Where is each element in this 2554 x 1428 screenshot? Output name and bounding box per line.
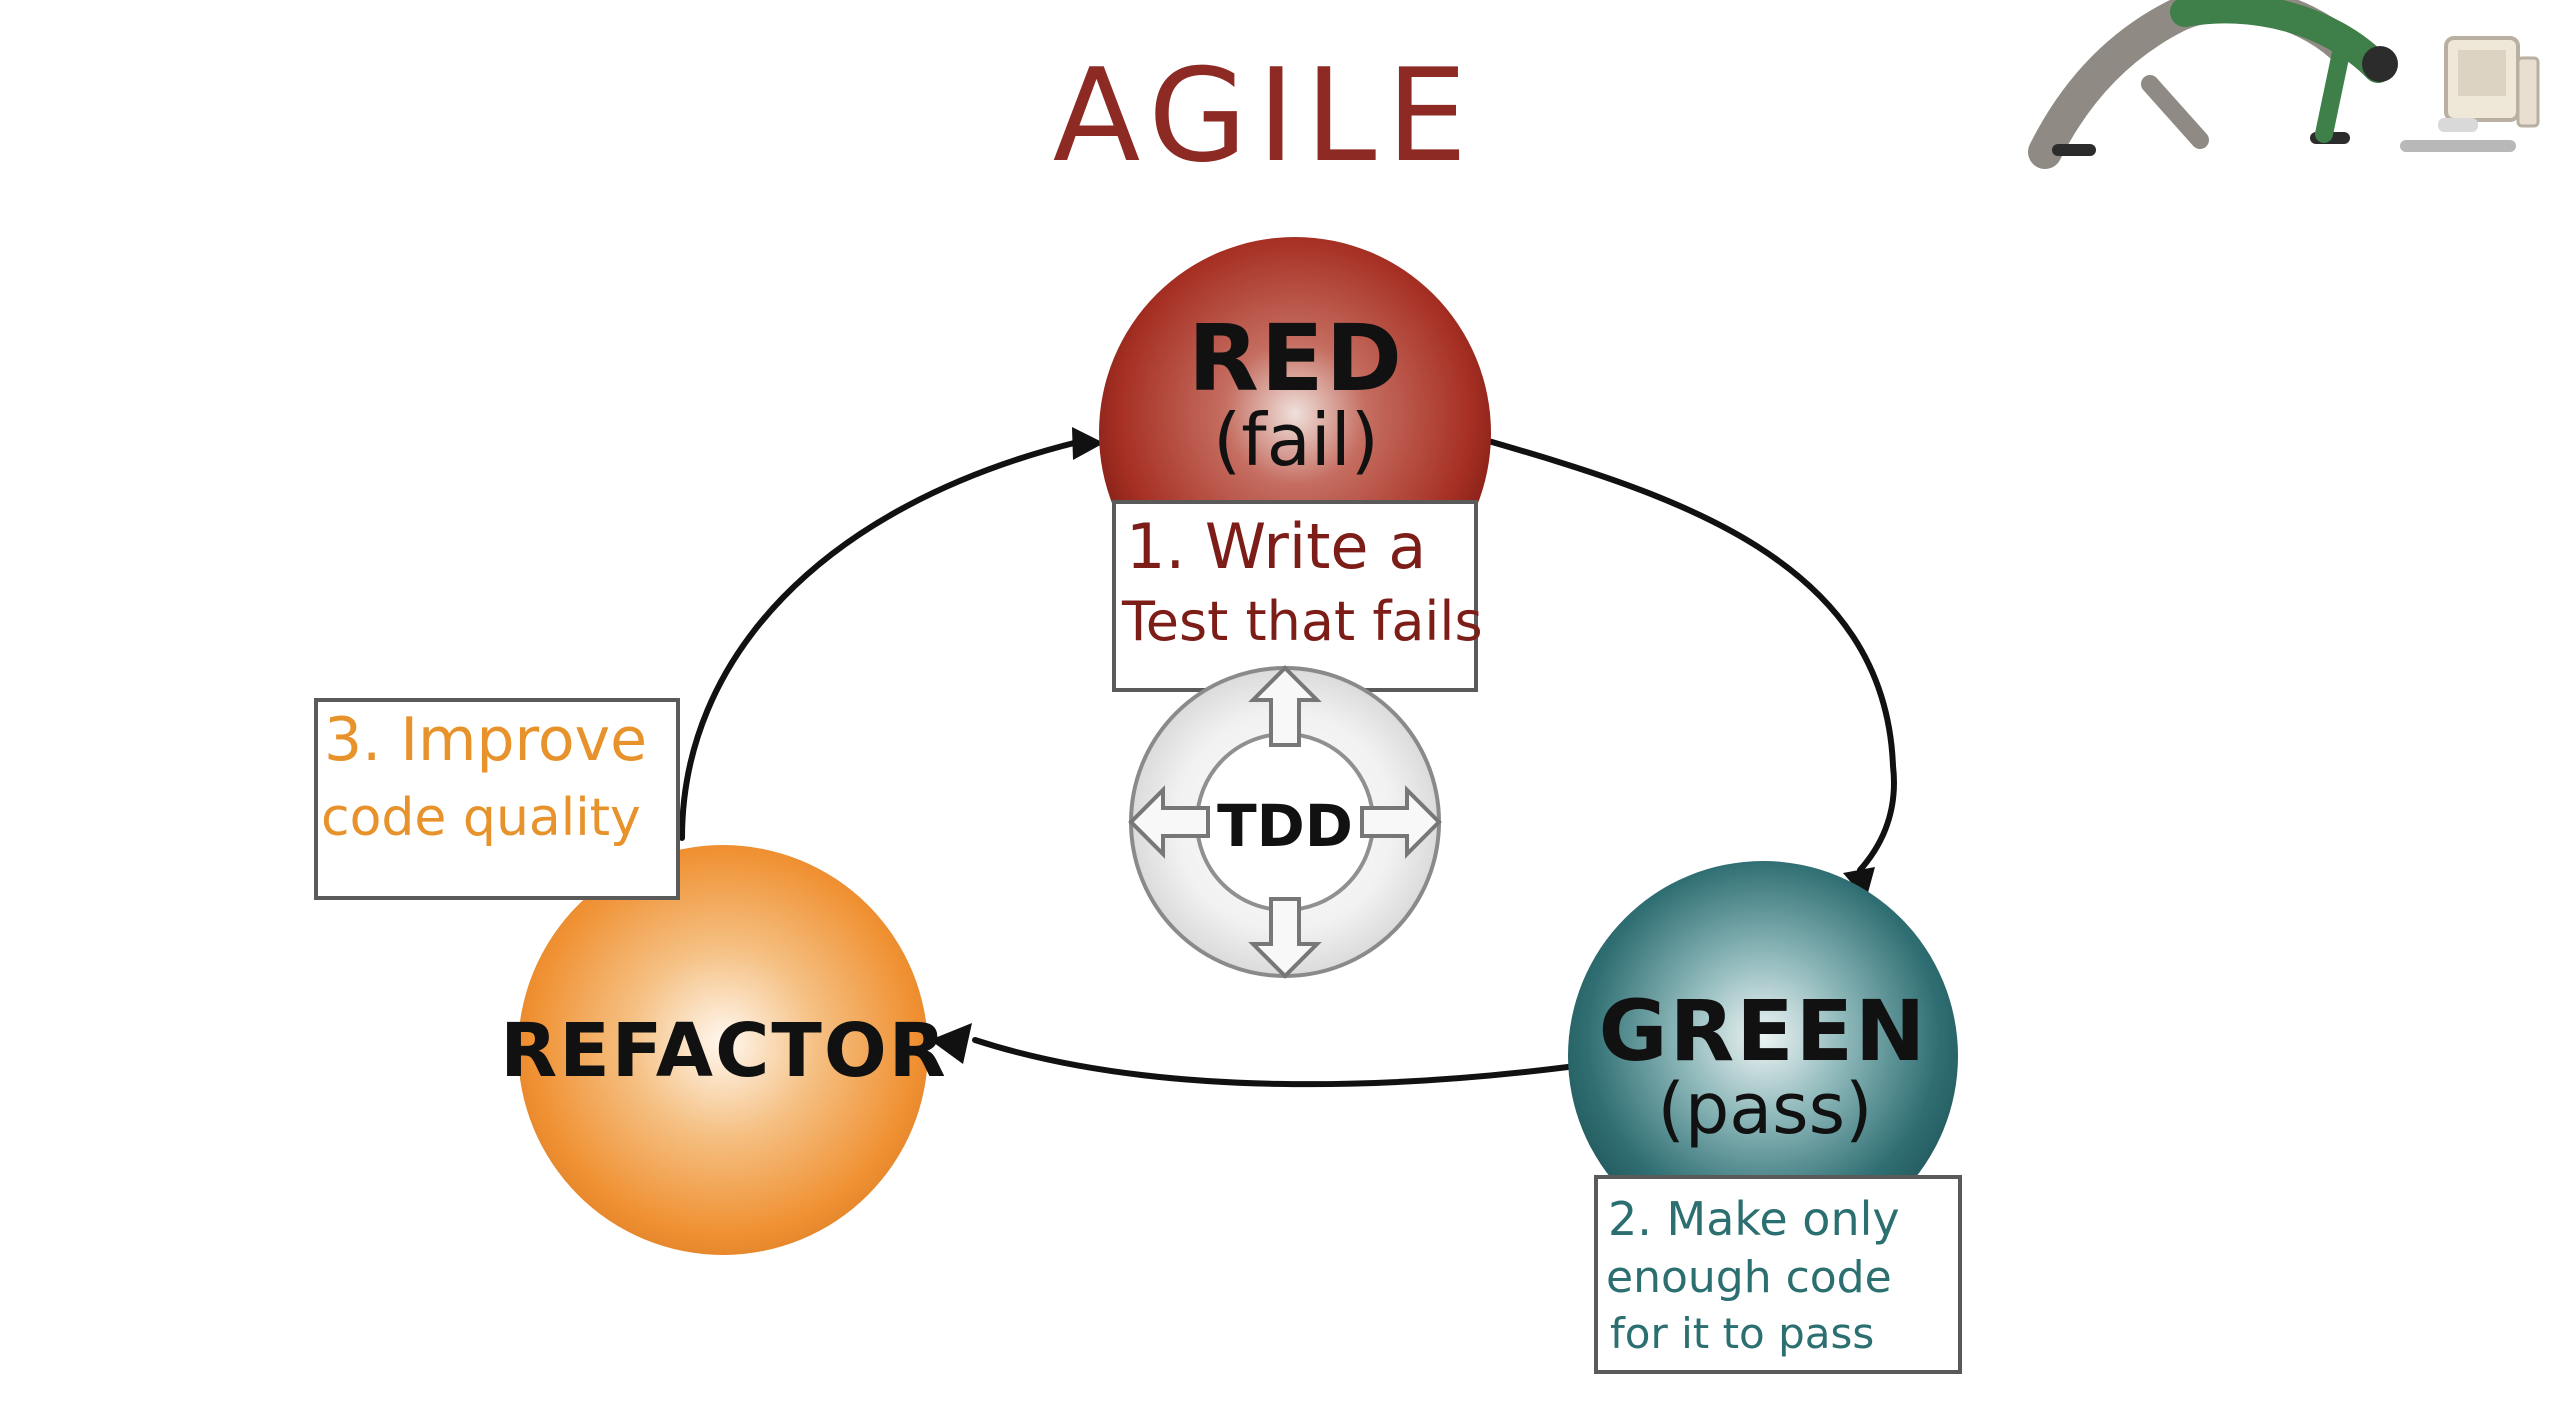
green-circle	[1568, 861, 1958, 1251]
red-title: RED	[1188, 305, 1404, 412]
tdd-label: TDD	[1217, 792, 1353, 860]
arrowhead-red	[1072, 427, 1104, 460]
cycle-connectors	[679, 427, 1897, 1088]
tdd-cycle: TDD	[1128, 665, 1442, 979]
green-note-line-2: enough code	[1606, 1252, 1892, 1303]
node-green: GREEN (pass) 2. Make only enough code fo…	[1568, 861, 1962, 1374]
refactor-note-line-1: 3. Improve	[324, 705, 647, 775]
arc-refactor-to-red	[679, 439, 1081, 841]
red-subtitle: (fail)	[1213, 398, 1379, 482]
arrowhead-refactor	[930, 1023, 972, 1064]
green-note-line-3: for it to pass	[1610, 1309, 1874, 1358]
node-red: RED (fail) 1. Write a Test that fails	[1099, 237, 1491, 692]
green-title: GREEN	[1599, 982, 1928, 1080]
arc-red-to-green	[1482, 437, 1897, 873]
arc-green-to-refactor	[972, 1037, 1571, 1088]
node-refactor: REFACTOR 3. Improve code quality	[314, 698, 948, 1255]
red-note-line-2: Test that fails	[1121, 590, 1483, 653]
refactor-note-box	[314, 698, 680, 900]
cycle-icon	[1128, 665, 1442, 979]
refactor-note-line-2: code quality	[321, 788, 641, 848]
top-right-illustration	[2028, 0, 2540, 169]
refactor-title: REFACTOR	[500, 1008, 948, 1094]
refactor-circle	[518, 845, 928, 1255]
red-note-line-1: 1. Write a	[1126, 510, 1426, 583]
green-subtitle: (pass)	[1658, 1068, 1873, 1150]
green-note-line-1: 2. Make only	[1608, 1192, 1900, 1246]
green-note-box	[1594, 1175, 1962, 1374]
person-bending-computer-icon	[2028, 0, 2540, 169]
red-note-box	[1112, 500, 1478, 692]
diagram-title: AGILE	[1053, 42, 1477, 191]
